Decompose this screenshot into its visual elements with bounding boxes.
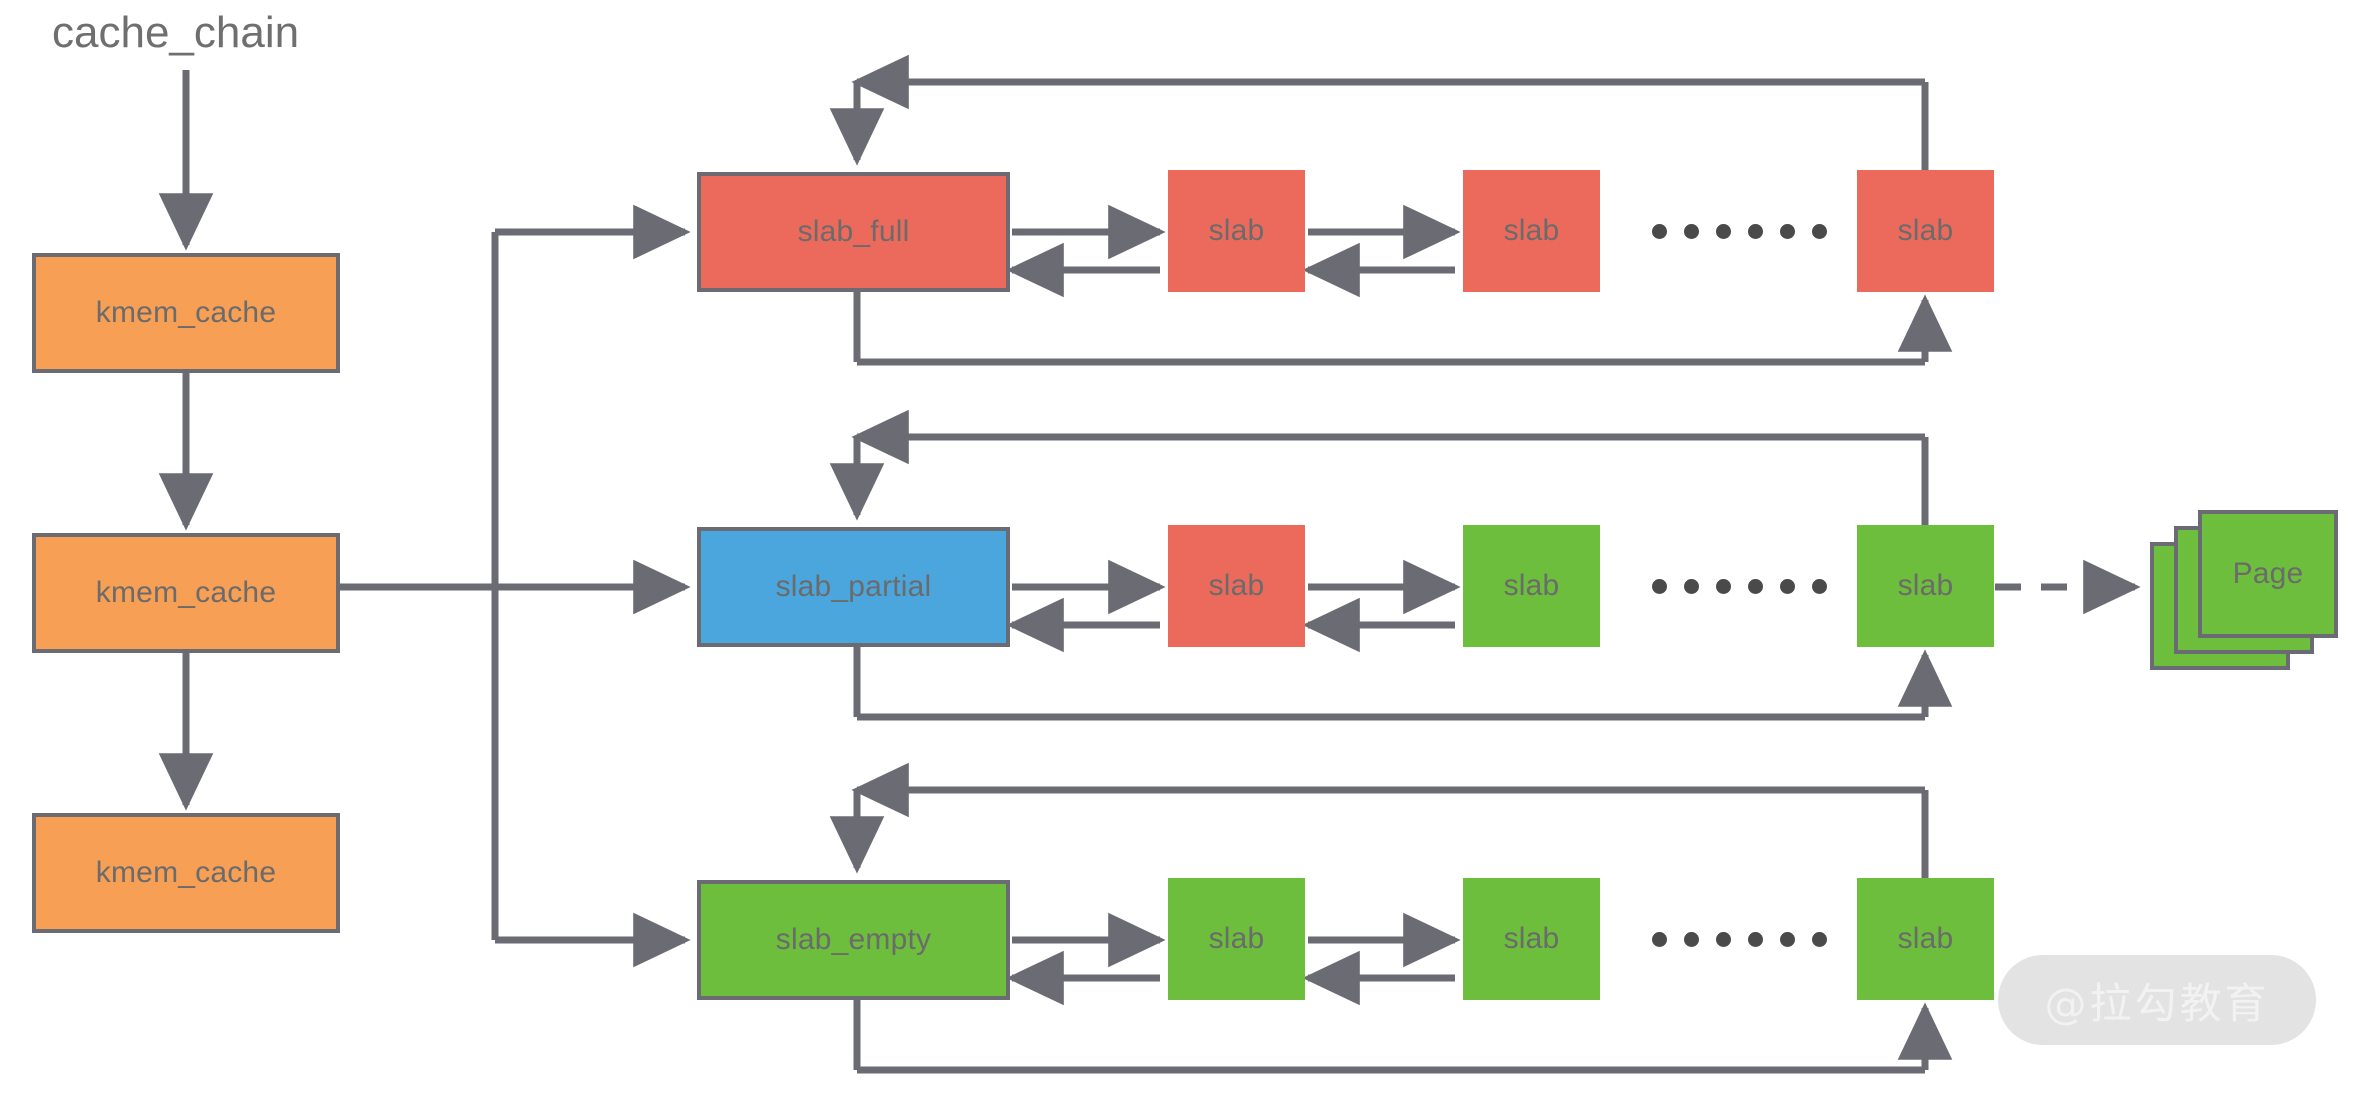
ellipsis-full	[1652, 224, 1827, 239]
list-head-label: slab_full	[797, 215, 910, 248]
list-head-label: slab_empty	[775, 923, 932, 956]
ellipsis-partial	[1652, 579, 1827, 594]
slab-label: slab	[1897, 569, 1954, 602]
slab-label: slab	[1208, 569, 1265, 602]
row-partial-wires	[829, 409, 1953, 721]
page-stack[interactable]: Page	[2150, 510, 2350, 670]
kmem-cache-label: kmem_cache	[95, 296, 277, 329]
page-title: cache_chain	[52, 8, 300, 57]
list-head-slab-empty[interactable]: slab_empty	[697, 880, 1010, 1000]
page-stack-layer-front: Page	[2198, 510, 2338, 638]
slab-label: slab	[1897, 214, 1954, 247]
slab-node-full-0[interactable]: slab	[1168, 170, 1305, 292]
row-full-wires	[829, 54, 1953, 366]
slab-node-empty-last[interactable]: slab	[1857, 878, 1994, 1000]
list-head-label: slab_partial	[775, 570, 932, 603]
page-label: Page	[2232, 557, 2304, 590]
slab-label: slab	[1503, 922, 1560, 955]
kmem-cache-node-1[interactable]: kmem_cache	[32, 533, 340, 653]
list-head-slab-partial[interactable]: slab_partial	[697, 527, 1010, 647]
slab-node-partial-0[interactable]: slab	[1168, 525, 1305, 647]
kmem-cache-node-2[interactable]: kmem_cache	[32, 813, 340, 933]
slab-node-full-1[interactable]: slab	[1463, 170, 1600, 292]
slab-node-full-last[interactable]: slab	[1857, 170, 1994, 292]
slab-label: slab	[1503, 214, 1560, 247]
slab-label: slab	[1897, 922, 1954, 955]
slab-node-empty-0[interactable]: slab	[1168, 878, 1305, 1000]
ellipsis-empty	[1652, 932, 1827, 947]
watermark: @拉勾教育	[1998, 955, 2316, 1045]
kmem-cache-node-0[interactable]: kmem_cache	[32, 253, 340, 373]
kmem-cache-label: kmem_cache	[95, 576, 277, 609]
row-empty-wires	[829, 762, 1953, 1074]
slab-label: slab	[1208, 922, 1265, 955]
fanout-branches	[495, 204, 691, 968]
slab-node-partial-1[interactable]: slab	[1463, 525, 1600, 647]
kmem-cache-label: kmem_cache	[95, 856, 277, 889]
slab-label: slab	[1503, 569, 1560, 602]
slab-node-empty-1[interactable]: slab	[1463, 878, 1600, 1000]
list-head-slab-full[interactable]: slab_full	[697, 172, 1010, 292]
fanout-trunk	[340, 232, 499, 940]
slab-node-partial-last[interactable]: slab	[1857, 525, 1994, 647]
slab-label: slab	[1208, 214, 1265, 247]
